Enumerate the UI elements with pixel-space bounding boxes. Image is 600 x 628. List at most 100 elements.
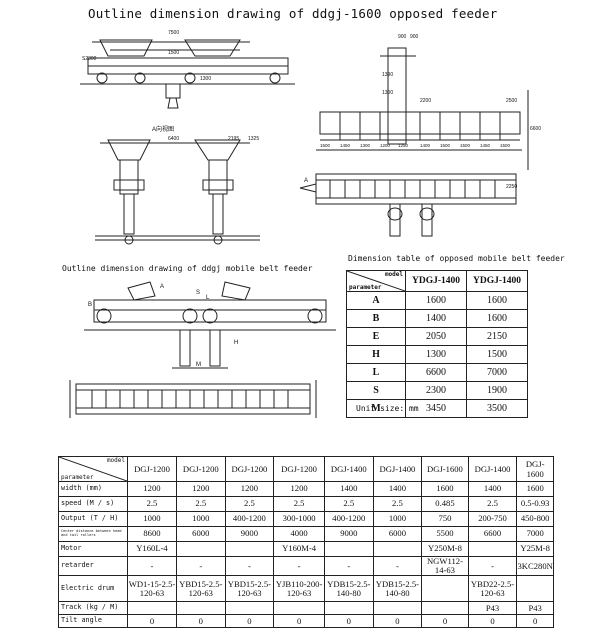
spec-value-cell: 400-1200 (323, 511, 374, 527)
dim-value-cell: 3450 (405, 399, 467, 418)
spec-value-cell: P43 (467, 601, 518, 616)
spec-value-cell: 0.485 (421, 496, 469, 512)
spec-column-header: DGJ-1200 (224, 456, 275, 482)
spec-value-cell (421, 575, 469, 603)
dim-value-cell: 1400 (405, 309, 467, 328)
spec-value-cell (516, 575, 554, 603)
dim-label: 900 (398, 34, 407, 40)
spec-row-label: width (mm) (58, 481, 128, 497)
engineering-drawings (69, 39, 529, 418)
dim-label: L (206, 295, 210, 301)
spec-table-corner-cell: model parameter (58, 456, 128, 482)
dim-label: 1200 (380, 143, 391, 148)
mobile-belt-plan-drawing (69, 380, 317, 418)
spec-value-cell: YBD15-2.5-120-63 (224, 575, 275, 603)
mobile-belt-caption: Outline dimension drawing of ddgj mobile… (62, 264, 313, 273)
spec-value-cell: - (323, 555, 374, 577)
spec-value-cell: WD1-15-2.5-120-63 (127, 575, 177, 603)
spec-value-cell: 0 (372, 614, 423, 628)
spec-value-cell: Y160M-4 (273, 541, 325, 557)
dim-label: H (234, 340, 239, 346)
spec-value-cell: 300-1000 (273, 511, 325, 527)
spec-value-cell: 1600 (516, 481, 554, 497)
header-model: model (106, 457, 125, 464)
dim-param-cell: B (346, 309, 406, 328)
spec-value-cell: 4000 (273, 526, 325, 542)
page-title: Outline dimension drawing of ddgj-1600 o… (88, 6, 498, 21)
spec-value-cell: 1000 (127, 511, 177, 527)
spec-value-cell: 0 (175, 614, 226, 628)
dim-param-cell: A (346, 291, 406, 310)
spec-value-cell (127, 601, 177, 616)
spec-column-header: DGJ-1400 (372, 456, 423, 482)
dim-param-cell: L (346, 363, 406, 382)
dim-label: 7500 (168, 30, 180, 36)
dim-label: 1300 (360, 143, 371, 148)
dim-label: 1300 (200, 76, 212, 82)
header-parameter: parameter (349, 284, 382, 291)
spec-value-cell: - (127, 555, 177, 577)
dim-label: 2195 (228, 136, 240, 142)
spec-value-cell: 2.5 (175, 496, 226, 512)
spec-value-cell (323, 601, 374, 616)
spec-value-cell: - (175, 555, 226, 577)
dim-label: 1500 (440, 143, 451, 148)
spec-column-header: DGJ-1200 (273, 456, 325, 482)
plan-view-drawing (316, 47, 529, 170)
spec-value-cell (421, 601, 469, 616)
dim-column-header: YDGJ-1400 (466, 270, 528, 292)
spec-value-cell: 1000 (372, 511, 423, 527)
dim-label: 2250 (506, 184, 518, 190)
spec-column-header: DGJ-1200 (127, 456, 177, 482)
hopper-side-view-drawing (95, 139, 260, 245)
spec-value-cell: 0.5-0.93 (516, 496, 554, 512)
spec-value-cell: YJB110-200-120-63 (273, 575, 325, 603)
spec-value-cell: YDB15-2.5-140-80 (372, 575, 423, 603)
spec-value-cell (372, 601, 423, 616)
dim-value-cell: 3500 (466, 399, 528, 418)
spec-value-cell: Y25M-8 (516, 541, 554, 557)
dim-param-cell: E (346, 327, 406, 346)
spec-row-label: Electric drum (58, 575, 128, 603)
dim-label: 1450 (340, 143, 351, 148)
spec-value-cell (175, 601, 226, 616)
dim-label: B (88, 302, 93, 308)
spec-row-label: Motor (58, 541, 128, 557)
spec-value-cell: 0 (127, 614, 177, 628)
spec-value-cell: 1600 (421, 481, 469, 497)
spec-value-cell: 1400 (372, 481, 423, 497)
spec-value-cell: 400-1200 (224, 511, 275, 527)
dim-label: 1400 (420, 143, 431, 148)
dim-label: 1500 (500, 143, 511, 148)
spec-value-cell: 8600 (127, 526, 177, 542)
spec-value-cell: 2.5 (467, 496, 518, 512)
dim-value-cell: 1600 (466, 309, 528, 328)
dim-column-header: YDGJ-1400 (405, 270, 467, 292)
header-model: model (384, 271, 403, 278)
spec-value-cell: YBD15-2.5-120-63 (175, 575, 226, 603)
spec-column-header: DGJ-1400 (467, 456, 518, 482)
feeder-elevation-drawing (80, 39, 295, 109)
dim-label: S (196, 290, 201, 296)
spec-value-cell: 2.5 (224, 496, 275, 512)
spec-value-cell: NGW112-14-63 (421, 555, 469, 577)
dim-table-caption: Dimension table of opposed mobile belt f… (348, 254, 565, 263)
spec-value-cell: 7000 (516, 526, 554, 542)
spec-table: model parameter DGJ-1200 DGJ-1200 DGJ-12… (58, 456, 554, 628)
spec-value-cell: 750 (421, 511, 469, 527)
spec-value-cell: Y160L-4 (127, 541, 177, 557)
dim-label: 1500 (460, 143, 471, 148)
spec-value-cell: 1200 (273, 481, 325, 497)
spec-value-cell: P43 (516, 601, 554, 616)
spec-value-cell: 3KC280N (516, 555, 554, 577)
spec-value-cell: 6000 (175, 526, 226, 542)
dim-label: 1500 (168, 50, 180, 56)
spec-value-cell (323, 541, 374, 557)
